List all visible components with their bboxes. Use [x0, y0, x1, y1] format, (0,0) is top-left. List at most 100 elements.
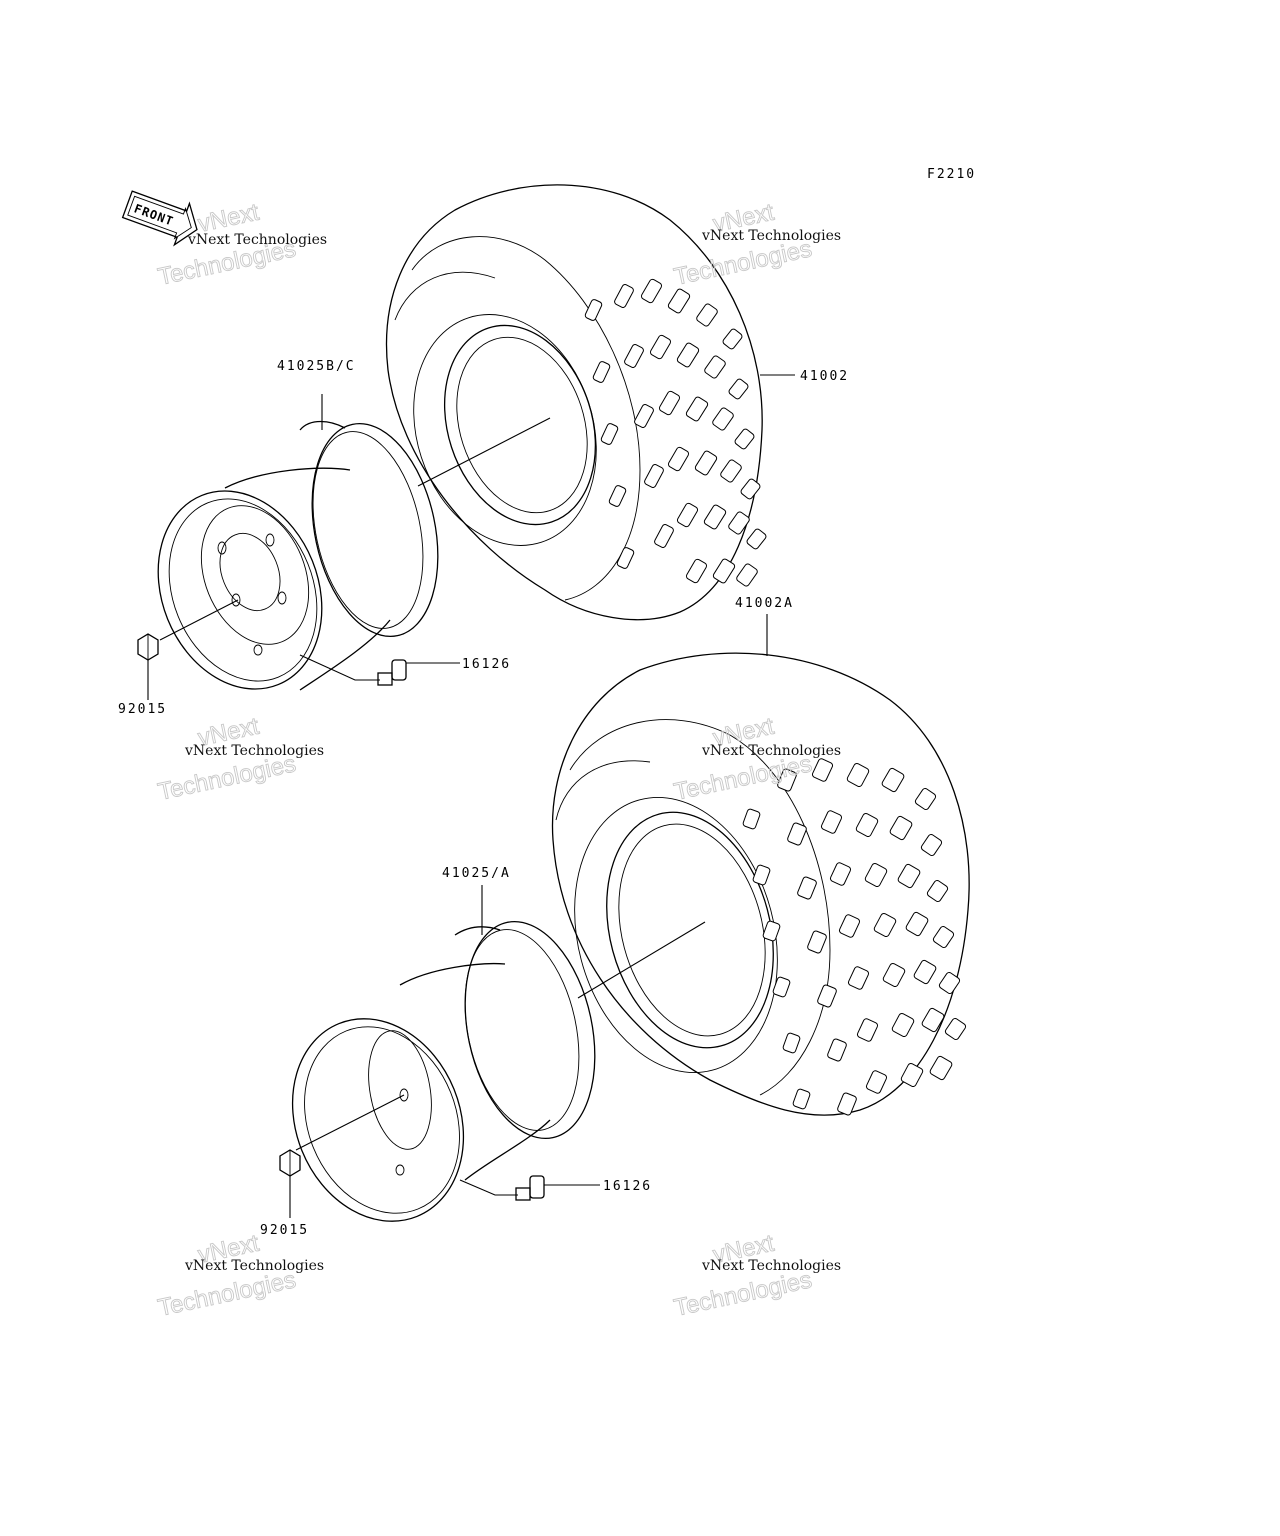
tread-block: [787, 822, 807, 846]
tread-block: [667, 446, 690, 472]
tread-block: [900, 1062, 924, 1088]
watermark-bottom-right: vNext Technologies vNext Technologies: [671, 1229, 841, 1322]
front-tire: [385, 184, 763, 621]
rear-tire: [551, 614, 970, 1116]
tread-block: [920, 834, 943, 856]
tread-block: [704, 355, 726, 379]
front-valve-stem: [299, 654, 460, 686]
tread-block: [856, 1018, 879, 1042]
tread-block: [817, 984, 837, 1008]
tread-block: [722, 328, 743, 350]
tread-block: [905, 911, 929, 937]
tread-block: [694, 450, 718, 476]
tread-block: [891, 1012, 915, 1038]
tread-block: [929, 1055, 953, 1081]
tread-block: [712, 558, 736, 584]
tread-block: [938, 972, 961, 994]
figure-code: F2210: [927, 167, 976, 182]
tread-block: [926, 880, 949, 902]
tread-block: [720, 459, 742, 483]
tread-block: [921, 1007, 945, 1033]
rear-tire-tread: [742, 758, 967, 1116]
tread-block: [616, 547, 635, 569]
front-wheel: [157, 394, 439, 691]
tread-block: [584, 299, 603, 321]
svg-text:vNext Technologies: vNext Technologies: [701, 1258, 841, 1274]
callout-rear-valve: 16126: [603, 1179, 652, 1194]
tread-block: [712, 407, 734, 431]
callout-rear-tire: 41002A: [735, 596, 794, 611]
front-nut: [137, 633, 159, 700]
tread-block: [685, 558, 708, 584]
tread-block: [644, 464, 664, 488]
front-tire-tread: [584, 278, 767, 587]
tread-block: [696, 303, 718, 327]
callout-front-tire: 41002: [800, 369, 849, 384]
tread-block: [865, 1070, 888, 1094]
tread-block: [837, 1092, 857, 1116]
tread-block: [829, 862, 852, 886]
tread-block: [728, 511, 750, 535]
tread-block: [649, 334, 672, 360]
tread-block: [777, 768, 797, 792]
tread-block: [855, 812, 879, 838]
tread-block: [882, 962, 906, 988]
svg-text:vNext Technologies: vNext Technologies: [184, 743, 324, 759]
tread-block: [897, 863, 921, 889]
tread-block: [838, 914, 861, 938]
svg-text:Technologies: Technologies: [156, 1266, 299, 1322]
tread-block: [676, 502, 699, 528]
tread-block: [608, 485, 627, 507]
callout-rear-wheel: 41025/A: [442, 866, 511, 881]
tread-block: [746, 528, 767, 550]
tread-block: [827, 1038, 847, 1062]
tread-block: [667, 288, 691, 314]
tread-block: [797, 876, 817, 900]
callout-front-wheel: 41025B/C: [277, 359, 356, 374]
tread-block: [864, 862, 888, 888]
tread-block: [914, 788, 937, 810]
tread-block: [685, 396, 709, 422]
tread-block: [932, 926, 955, 948]
tread-block: [752, 864, 771, 886]
tread-block: [614, 284, 634, 308]
tread-block: [600, 423, 619, 445]
tread-block: [703, 504, 727, 530]
tread-block: [792, 1088, 811, 1110]
callout-front-valve: 16126: [462, 657, 511, 672]
tread-block: [807, 930, 827, 954]
tread-block: [654, 524, 674, 548]
tread-block: [881, 767, 905, 793]
tread-block: [913, 959, 937, 985]
svg-text:Technologies: Technologies: [672, 1266, 815, 1322]
tread-block: [676, 342, 700, 368]
svg-text:vNext Technologies: vNext Technologies: [184, 1258, 324, 1274]
tread-block: [592, 361, 611, 383]
tread-block: [820, 810, 843, 834]
rear-nut: [279, 1149, 301, 1218]
tread-block: [772, 976, 791, 998]
tread-block: [873, 912, 897, 938]
watermark-bottom-left: vNext Technologies vNext Technologies: [155, 1229, 324, 1322]
rear-wheel: [291, 885, 596, 1222]
tread-block: [734, 428, 755, 450]
watermark-top-left: vNext Technologies vNext Technologies: [155, 198, 327, 291]
rear-valve-stem: [459, 1175, 600, 1201]
tread-block: [624, 344, 644, 368]
callout-rear-nut: 92015: [260, 1223, 309, 1238]
tread-block: [736, 563, 758, 587]
tread-block: [658, 390, 681, 416]
tread-block: [762, 920, 781, 942]
tread-block: [728, 378, 749, 400]
watermark-middle-left: vNext Technologies vNext Technologies: [155, 712, 324, 806]
watermark-middle-right: vNext Technologies vNext Technologies: [671, 712, 841, 806]
svg-text:vNext Technologies: vNext Technologies: [701, 743, 841, 759]
tread-block: [889, 815, 913, 841]
tread-block: [640, 278, 663, 304]
tread-block: [742, 808, 761, 830]
tread-block: [782, 1032, 801, 1054]
svg-text:vNext Technologies: vNext Technologies: [187, 232, 327, 248]
tread-block: [944, 1018, 967, 1040]
tread-block: [740, 478, 761, 500]
